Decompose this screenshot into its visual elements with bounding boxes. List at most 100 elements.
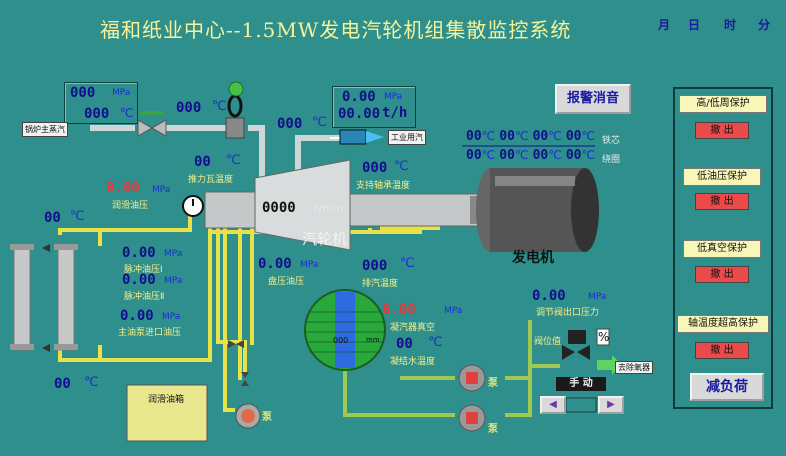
main-pump-label: 主油泵进口油压 [118, 328, 182, 338]
manual-mode-indicator[interactable]: 手 动 [556, 377, 606, 391]
winding-temp-3: 00 [532, 148, 549, 163]
pump-label-2: 泵 [488, 378, 498, 389]
pumps [235, 364, 486, 432]
exhaust-temp2-value: 000 [362, 258, 388, 274]
valve-position-label: 阀位值 [534, 337, 562, 347]
oil-tank-shape [126, 384, 208, 442]
tank-temp-unit: ℃ [84, 375, 99, 390]
core-temp-1: 00 [466, 129, 482, 144]
reduce-load-button[interactable]: 减负荷 [690, 373, 764, 401]
condensate-temp: 00 [396, 336, 413, 352]
lube-pressure-label: 润滑油压 [112, 201, 149, 211]
oil-cooler [10, 243, 78, 352]
turbine-shape [204, 159, 481, 251]
winding-temp-4: 00 [565, 148, 582, 163]
hour-label: 时 [724, 18, 737, 32]
day-label: 日 [688, 18, 701, 32]
right-arrow-icon: ▶ [607, 399, 615, 410]
industrial-steam-label: 工业用汽 [388, 130, 426, 145]
winding-unit-3: ℃ [548, 148, 562, 162]
generator-shape [470, 168, 599, 252]
generator-core-temps: 00℃ 00℃ 00℃ 00℃ [466, 129, 596, 144]
winding-unit-1: ℃ [481, 148, 496, 162]
exhaust-temp2-label: 排汽温度 [362, 279, 399, 289]
generator-winding-temps: 00℃ 00℃ 00℃ 00℃ [466, 148, 596, 163]
condensate-temp-unit: ℃ [428, 335, 443, 350]
valve-pressure: 0.00 [532, 288, 566, 304]
core-temp-4: 00 [565, 129, 582, 144]
valve-decrease-button[interactable]: ◀ [540, 396, 566, 414]
core-temp-3: 00 [532, 129, 549, 144]
condenser-vacuum-label: 凝汽器真空 [390, 323, 436, 333]
exhaust-temp2-unit: ℃ [400, 256, 415, 271]
protection-status-freq[interactable]: 撤 出 [695, 122, 749, 139]
support-bearing-temp-unit: ℃ [394, 159, 409, 174]
month-label: 月 [658, 18, 671, 32]
tank-temp: 00 [54, 376, 71, 392]
condenser-shape [304, 289, 386, 371]
core-unit-2: ℃ [514, 129, 529, 143]
valves [137, 81, 590, 386]
main-steam-label: 锅炉主蒸汽 [22, 122, 68, 137]
industrial-pressure-unit: MPa [384, 92, 403, 102]
turbine-speed: 0000 [262, 200, 296, 216]
main-steam-pressure-unit: MPa [112, 88, 131, 98]
protection-status-vacuum[interactable]: 撤 出 [695, 266, 749, 283]
pulse1-label: 脉冲油压Ⅰ [124, 265, 163, 275]
main-steam-temp: 000 [84, 106, 110, 122]
flow-meter [339, 129, 367, 145]
pulse2-label: 脉冲油压Ⅱ [124, 292, 165, 302]
generator-label: 发电机 [512, 250, 554, 266]
cooler-temp-unit: ℃ [70, 209, 85, 224]
valve-pressure-label: 调节阀出口压力 [536, 308, 600, 318]
main-steam-temp-unit: ℃ [120, 106, 134, 120]
pump-label-1: 泵 [262, 412, 272, 423]
condensate-temp-label: 凝结水温度 [390, 357, 436, 367]
condenser-level: 000 [333, 336, 349, 345]
valve-after-temp: 000 [176, 100, 202, 116]
industrial-flow-unit: t/h [382, 105, 408, 121]
protection-title-freq: 高/低周保护 [679, 95, 767, 113]
industrial-pressure: 0.00 [342, 89, 376, 105]
winding-label: 绕圈 [602, 155, 621, 165]
condenser-vacuum: 0.00 [382, 302, 416, 318]
oil-tank-label: 润滑油箱 [148, 395, 185, 405]
cooler-temp: 00 [44, 210, 61, 226]
exhaust-temp: 000 [277, 116, 303, 132]
core-unit-3: ℃ [548, 129, 562, 143]
protection-status-oil[interactable]: 撤 出 [695, 193, 749, 210]
to-deaerator-label: 去除氧器 [615, 361, 653, 374]
winding-temp-1: 00 [466, 148, 482, 163]
protection-title-vacuum: 低真空保护 [683, 240, 761, 258]
main-steam-box [64, 82, 138, 124]
exhaust-oil-label: 盘压油压 [268, 277, 305, 287]
thrust-temp-label: 推力瓦温度 [188, 175, 234, 185]
protection-title-oil: 低油压保护 [683, 168, 761, 186]
main-steam-pressure: 000 [70, 85, 96, 101]
exhaust-oil-unit: MPa [300, 260, 319, 270]
alarm-mute-button[interactable]: 报警消音 [555, 84, 631, 114]
pulse1-value: 0.00 [122, 245, 156, 261]
pump-label-3: 泵 [488, 424, 498, 435]
protection-title-shaft-temp: 轴温度超高保护 [677, 315, 769, 333]
thrust-temp-unit: ℃ [226, 153, 241, 168]
valve-increase-button[interactable]: ▶ [598, 396, 624, 414]
winding-unit-2: ℃ [514, 148, 529, 162]
exhaust-temp-unit: ℃ [312, 115, 327, 130]
lube-pressure-unit: MPa [152, 185, 171, 195]
industrial-steam-box [332, 86, 416, 128]
industrial-flow: 00.00 [338, 106, 381, 122]
exhaust-oil-value: 0.00 [258, 256, 292, 272]
pulse1-unit: MPa [164, 249, 183, 259]
core-temp-2: 00 [499, 129, 515, 144]
valve-position-unit: % [598, 330, 610, 344]
valve-pressure-unit: MPa [588, 292, 607, 302]
core-unit-4: ℃ [581, 129, 595, 143]
turbine-label: 汽轮机 [302, 230, 348, 248]
winding-unit-4: ℃ [581, 148, 595, 162]
left-arrow-icon: ◀ [549, 399, 557, 410]
protection-status-shaft-temp[interactable]: 撤 出 [695, 342, 749, 359]
main-pump-unit: MPa [162, 312, 181, 322]
page-title: 福和纸业中心--1.5MW发电汽轮机组集散监控系统 [100, 18, 572, 42]
